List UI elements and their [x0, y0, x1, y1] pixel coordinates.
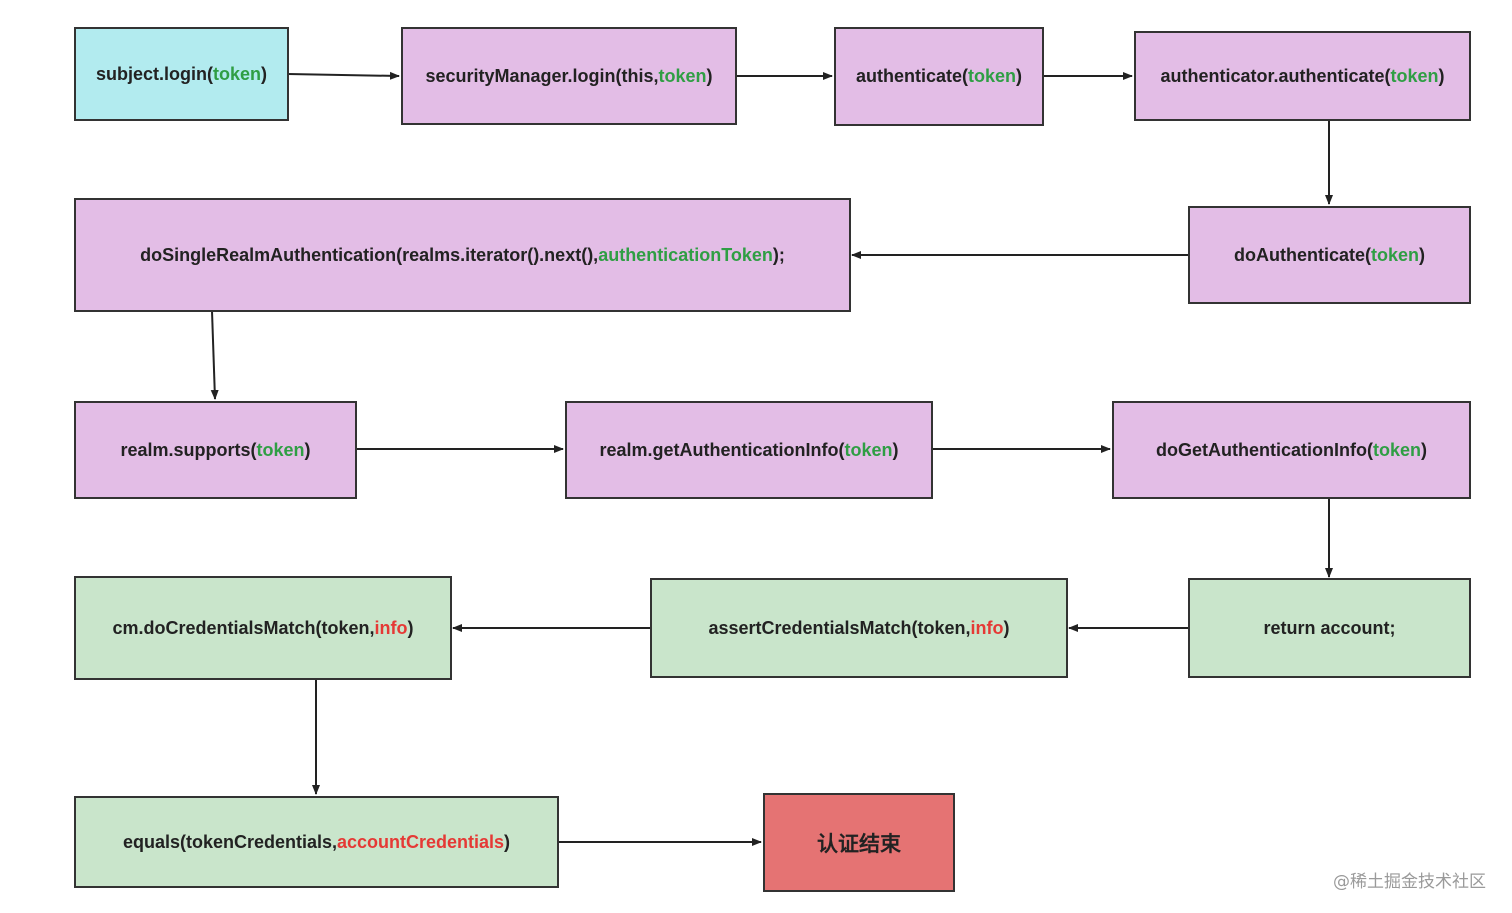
node-text: ) [706, 65, 713, 86]
node-security-manager-login: securityManager.login(this, token) [401, 27, 737, 125]
node-do-get-authentication-info: doGetAuthenticationInfo(token) [1112, 401, 1471, 499]
node-text: ) [261, 63, 267, 84]
node-auth-end: 认证结束 [763, 793, 955, 892]
node-subject-login: subject.login(token) [74, 27, 289, 121]
param-info: info [374, 617, 408, 638]
node-text: ) [304, 439, 311, 460]
node-text: subject.login( [95, 63, 213, 84]
node-equals: equals(tokenCredentials, accountCredenti… [74, 796, 559, 888]
node-text: authenticate( [855, 66, 968, 86]
param-token: token [1372, 439, 1421, 460]
param-token: token [658, 65, 707, 86]
param-info: info [970, 617, 1004, 638]
node-text: ) [1003, 617, 1010, 638]
param-token: token [968, 66, 1017, 86]
node-text: 认证结束 [817, 831, 901, 856]
node-text: return account; [1263, 617, 1396, 638]
watermark: @稀土掘金技术社区 [1333, 872, 1486, 892]
node-text: ) [1420, 439, 1427, 460]
node-do-single-realm-authentication: doSingleRealmAuthentication(realms.itera… [74, 198, 851, 312]
node-text: realm.getAuthenticationInfo( [599, 439, 845, 460]
node-text: ) [1016, 66, 1023, 86]
node-do-authenticate: doAuthenticate(token) [1188, 206, 1471, 304]
node-realm-supports: realm.supports(token) [74, 401, 357, 499]
node-text: ) [504, 831, 511, 852]
node-realm-get-authentication-info: realm.getAuthenticationInfo(token) [565, 401, 933, 499]
param-account-credentials: accountCredentials [337, 831, 505, 852]
node-text: realm.supports( [120, 439, 257, 460]
node-text: doAuthenticate( [1233, 244, 1371, 265]
node-text: ) [892, 439, 899, 460]
node-text: doGetAuthenticationInfo( [1156, 439, 1373, 460]
node-text: authenticator.authenticate( [1160, 65, 1391, 86]
param-token: token [212, 63, 261, 84]
param-token: token [1370, 244, 1419, 265]
node-text: assertCredentialsMatch(token, [708, 617, 971, 638]
node-text: cm.doCredentialsMatch(token, [112, 617, 375, 638]
node-authenticate: authenticate(token) [834, 27, 1044, 126]
param-token: token [256, 439, 305, 460]
node-cm-do-credentials-match: cm.doCredentialsMatch(token, info) [74, 576, 452, 680]
node-text: ) [1419, 244, 1425, 265]
node-assert-credentials-match: assertCredentialsMatch(token, info) [650, 578, 1068, 678]
node-text: equals(tokenCredentials, [122, 831, 337, 852]
arrow-subject-to-security-manager [287, 71, 400, 80]
param-token: token [1390, 65, 1439, 86]
node-text: ) [1438, 65, 1445, 86]
param-authentication-token: authenticationToken [598, 244, 773, 265]
node-text: doSingleRealmAuthentication(realms.itera… [140, 244, 599, 265]
param-token: token [844, 439, 893, 460]
node-return-account: return account; [1188, 578, 1471, 678]
arrow-single-realm-to-supports [210, 310, 219, 400]
node-text: securityManager.login(this, [425, 65, 659, 86]
node-text: ) [407, 617, 414, 638]
node-authenticator-authenticate: authenticator.authenticate(token) [1134, 31, 1471, 121]
node-text: ); [772, 244, 785, 265]
